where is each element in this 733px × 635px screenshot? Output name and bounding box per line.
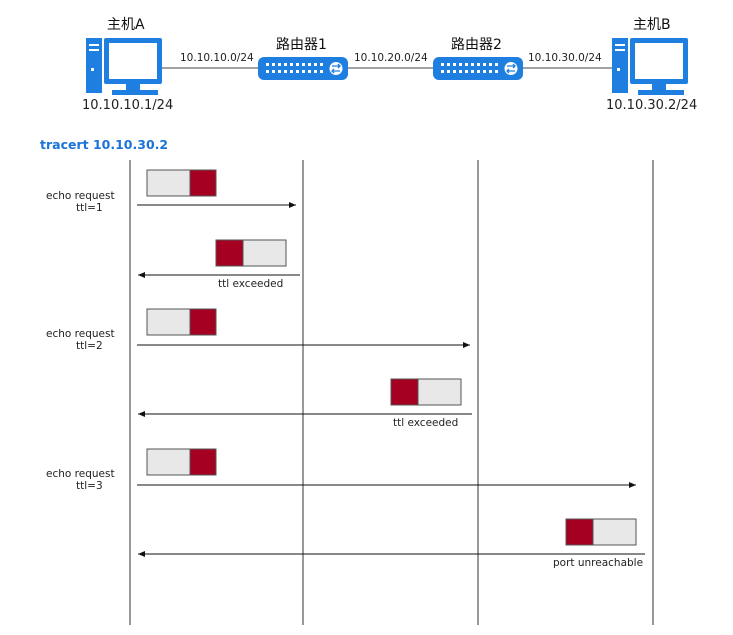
request-label-line2: ttl=2 [76,340,103,352]
host-b-ip: 10.10.30.2/24 [606,98,698,113]
network-label-1: 10.10.10.0/24 [180,52,254,64]
host-a-name: 主机A [107,17,145,33]
sequence-diagram [129,160,654,625]
packet-icon [146,169,217,197]
computer-icon [612,38,688,95]
packet-icon [390,378,462,406]
reply-label-3: port unreachable [553,557,644,569]
host-a-ip: 10.10.10.1/24 [82,98,174,113]
request-label-line1: echo request [46,190,115,202]
reply-label-1: ttl exceeded [218,278,284,290]
tracert-title: tracert 10.10.30.2 [40,137,169,152]
request-label-line1: echo request [46,328,115,340]
network-label-2: 10.10.20.0/24 [354,52,428,64]
request-label-line1: echo request [46,468,115,480]
request-label-line2: ttl=3 [76,480,103,492]
packet-icon [215,239,287,267]
request-label-1: echo request ttl=1 [46,190,115,214]
reply-label-2: ttl exceeded [393,417,459,429]
router-icon [258,57,348,80]
router2-name: 路由器2 [451,37,502,53]
request-label-2: echo request ttl=2 [46,328,115,352]
router1-name: 路由器1 [276,37,327,53]
host-b-name: 主机B [633,17,671,33]
request-label-line2: ttl=1 [76,202,103,214]
router-icon [433,57,523,80]
computer-icon [86,38,162,95]
topology-diagram [86,38,688,95]
packet-icon [565,518,637,546]
packet-icon [146,448,217,476]
request-label-3: echo request ttl=3 [46,468,115,492]
packet-icon [146,308,217,336]
network-label-3: 10.10.30.0/24 [528,52,602,64]
